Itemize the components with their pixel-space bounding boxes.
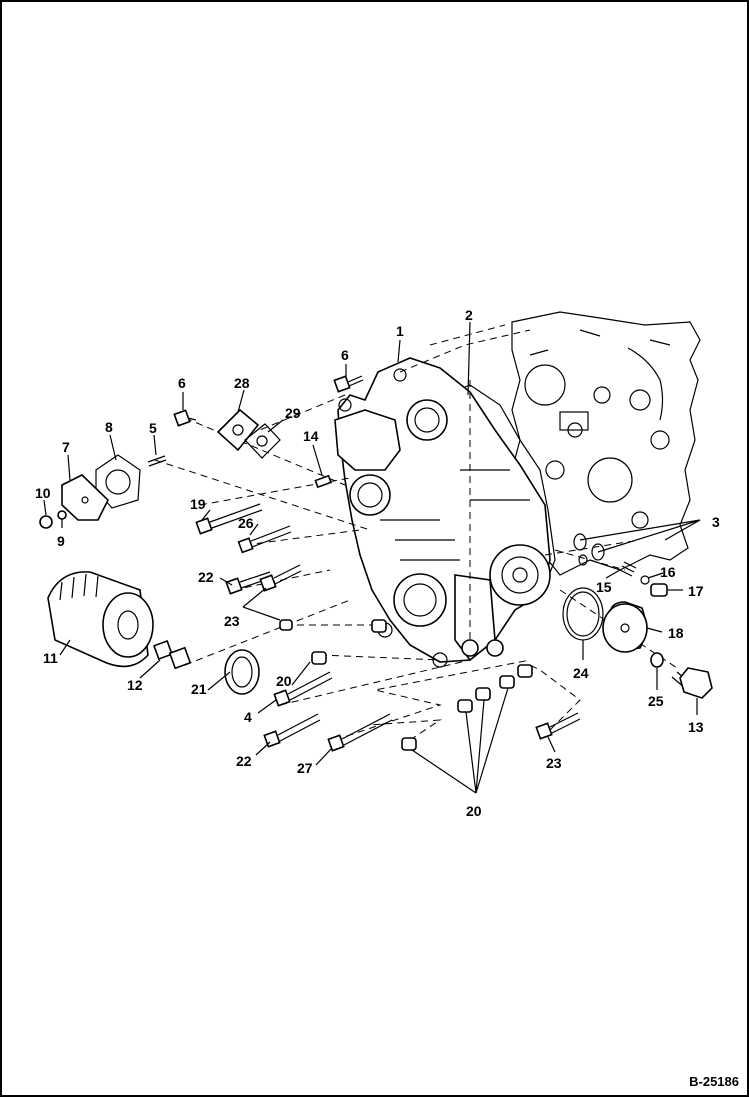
- bolt-part-23-upper: [259, 564, 302, 592]
- bolt-part-19: [195, 503, 263, 535]
- callout-16: 16: [660, 564, 676, 580]
- callout-2: 2: [465, 307, 473, 323]
- o-rings-part-3: [573, 533, 605, 566]
- bolt-part-23-lower: [535, 712, 581, 740]
- callout-27: 27: [297, 760, 313, 776]
- o-ring-part-24: [562, 587, 604, 641]
- oil-filter-part-11: [47, 571, 154, 668]
- pump-cover-part-18: [602, 601, 648, 653]
- callout-22-lower: 22: [236, 753, 252, 769]
- callout-6-left: 6: [178, 375, 186, 391]
- dowel-part-14: [314, 474, 332, 489]
- washer-part-9: [57, 510, 67, 520]
- cover-gasket-part-29: [244, 423, 281, 459]
- callout-4: 4: [244, 709, 252, 725]
- callout-6-upper: 6: [341, 347, 349, 363]
- bolt-part-22-lower: [263, 713, 321, 748]
- callout-10: 10: [35, 485, 51, 501]
- callout-11: 11: [43, 650, 58, 666]
- nut-part-10: [39, 515, 53, 529]
- bolt-part-6-left: [173, 409, 197, 427]
- callout-13: 13: [688, 719, 704, 735]
- callout-12: 12: [127, 677, 143, 693]
- relief-spring-part-15: [619, 561, 637, 577]
- callout-19: 19: [190, 496, 206, 512]
- bolt-part-6-upper: [333, 375, 364, 393]
- callout-14: 14: [303, 428, 319, 444]
- plate-part-7: [61, 474, 109, 521]
- callout-24: 24: [573, 665, 589, 681]
- cover-plate-part-28: [216, 408, 260, 452]
- callout-15: 15: [596, 579, 612, 595]
- bushing-parts-20: [279, 619, 533, 751]
- callout-29: 29: [285, 405, 301, 421]
- callout-3: 3: [712, 514, 720, 530]
- bolt-part-26: [237, 525, 292, 554]
- washer-part-25: [650, 652, 664, 668]
- front-gear-cover: [334, 357, 551, 668]
- fitting-part-12: [153, 640, 192, 670]
- callout-20-lower: 20: [466, 803, 482, 819]
- callout-1: 1: [396, 323, 404, 339]
- callout-23-upper: 23: [224, 613, 240, 629]
- callout-18: 18: [668, 625, 684, 641]
- callout-26: 26: [238, 515, 254, 531]
- leader-lines: [43, 321, 701, 794]
- oil-seal-part-21: [224, 649, 260, 695]
- callout-21: 21: [191, 681, 207, 697]
- bolt-part-13: [671, 667, 713, 699]
- bolt-part-4: [273, 671, 333, 707]
- callout-9: 9: [57, 533, 65, 549]
- callout-labels: 1 2 3 6 6 28 29 14 5 8 7 10 9 19 26 22 2…: [35, 307, 720, 819]
- callout-17: 17: [688, 583, 704, 599]
- callout-28: 28: [234, 375, 250, 391]
- callout-5: 5: [149, 420, 157, 436]
- callout-23-lower: 23: [546, 755, 562, 771]
- callout-7: 7: [62, 439, 70, 455]
- bolt-part-27: [327, 713, 393, 752]
- bolt-part-22-upper: [225, 571, 272, 595]
- callout-25: 25: [648, 693, 664, 709]
- figure-id: B-25186: [689, 1074, 739, 1089]
- plug-part-17: [650, 583, 668, 597]
- ball-part-16: [640, 575, 650, 585]
- stud-part-5: [147, 455, 167, 467]
- callout-20-upper: 20: [276, 673, 292, 689]
- callout-22-upper: 22: [198, 569, 214, 585]
- callout-8: 8: [105, 419, 113, 435]
